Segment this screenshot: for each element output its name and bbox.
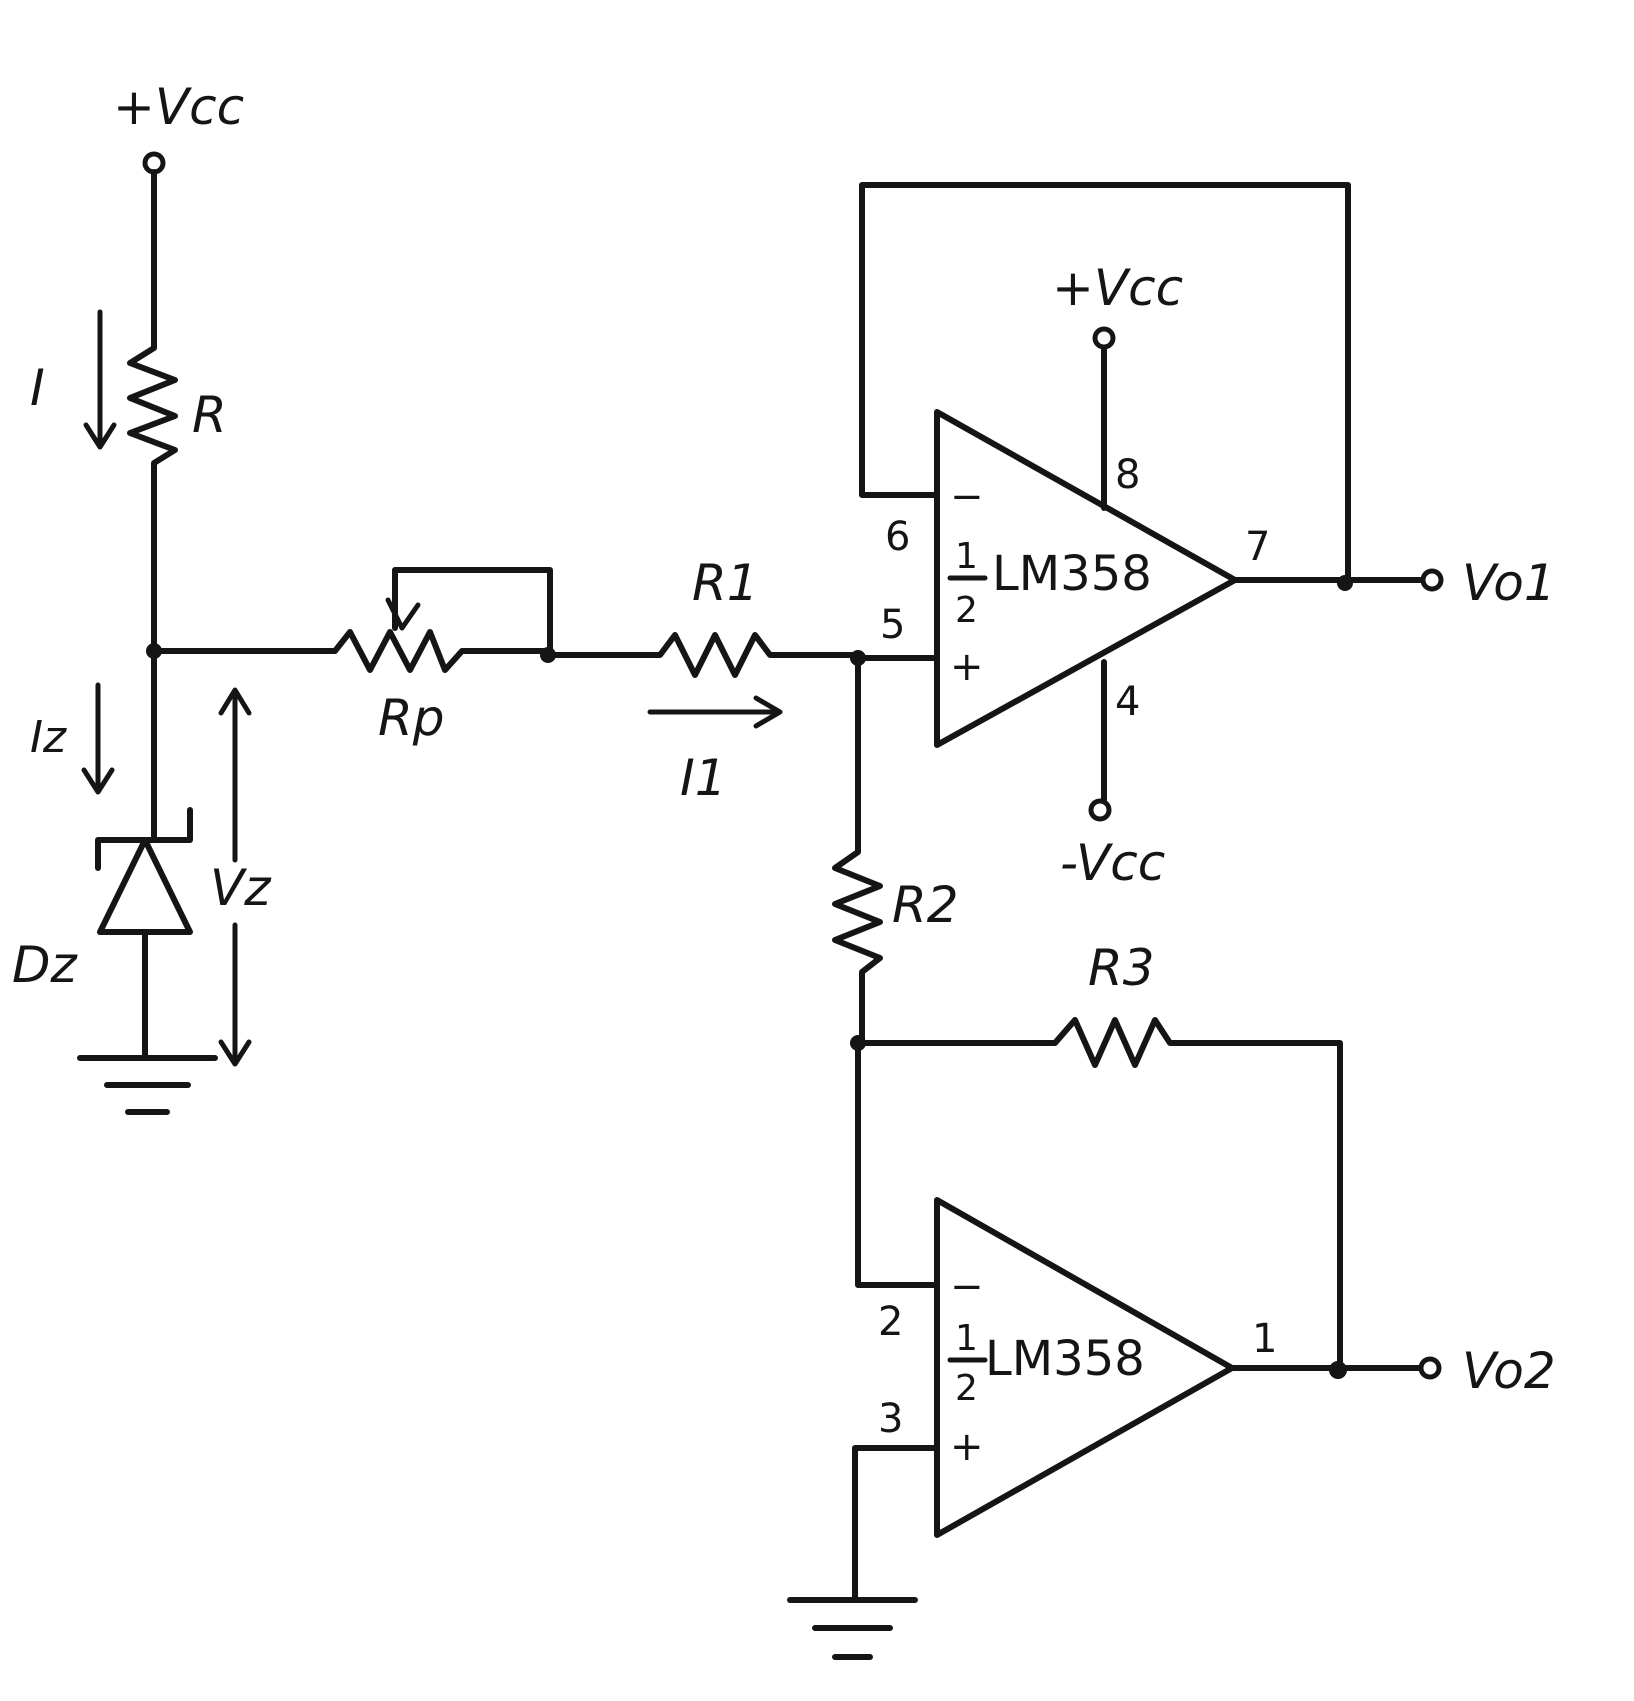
resistor-r1-label: R1 bbox=[692, 554, 759, 612]
opamp1-plus-sign: + bbox=[950, 644, 984, 690]
opamp1-minus-sign: − bbox=[950, 474, 984, 520]
resistor-r bbox=[127, 332, 178, 478]
current-i1-arrow bbox=[647, 695, 783, 729]
current-i-arrow bbox=[83, 309, 117, 450]
vz-arrow-up bbox=[218, 687, 252, 863]
opamp1-pin5: 5 bbox=[880, 602, 905, 648]
pot-rp-label: Rp bbox=[378, 689, 444, 747]
vcc-top-label: +Vcc bbox=[113, 78, 244, 136]
opamp2-fraction-num: 1 bbox=[955, 1318, 978, 1359]
opamp2-part-label: LM358 bbox=[985, 1331, 1145, 1387]
current-i-label: I bbox=[30, 359, 45, 417]
zener-triangle bbox=[97, 837, 193, 935]
resistor-r2-label: R2 bbox=[892, 876, 959, 934]
opamp2-pin1: 1 bbox=[1252, 1316, 1277, 1362]
vz-arrow-down bbox=[218, 922, 252, 1067]
opamp1-fraction-num: 1 bbox=[955, 536, 978, 577]
opamp2-minus-sign: − bbox=[950, 1264, 984, 1310]
ground-left-icon bbox=[77, 1055, 218, 1115]
opamp1-vcc-neg-label: -Vcc bbox=[1060, 834, 1165, 892]
opamp1-pin6: 6 bbox=[885, 514, 910, 560]
opamp1-pin4: 4 bbox=[1115, 679, 1140, 725]
ground-right-icon bbox=[787, 1597, 918, 1660]
node-opamp2-output bbox=[1329, 1361, 1347, 1379]
opamp2-pin3: 3 bbox=[878, 1396, 903, 1442]
resistor-r3 bbox=[1037, 1017, 1343, 1371]
opamp1-fraction-den: 2 bbox=[955, 590, 978, 631]
resistor-r3-label: R3 bbox=[1088, 939, 1155, 997]
opamp2-pin2: 2 bbox=[878, 1299, 903, 1345]
resistor-r-label: R bbox=[192, 386, 227, 444]
node-opamp1-output bbox=[1337, 575, 1353, 591]
opamp1-vcc-pos-terminal bbox=[1092, 326, 1116, 350]
opamp1-triangle bbox=[934, 409, 1238, 748]
opamp2-fraction-den: 2 bbox=[955, 1368, 978, 1409]
wire-node-to-opamp2-minus bbox=[855, 1040, 938, 1288]
resistor-r2 bbox=[832, 837, 883, 1043]
zener-label: Dz bbox=[12, 936, 79, 994]
opamp2-plus-sign: + bbox=[950, 1424, 984, 1470]
opamp1-vcc-neg-terminal bbox=[1088, 798, 1112, 822]
current-iz-label: Iz bbox=[30, 712, 67, 763]
resistor-r1 bbox=[642, 632, 863, 678]
output-vo2-label: Vo2 bbox=[1462, 1342, 1556, 1400]
output-vo2-terminal bbox=[1418, 1356, 1442, 1380]
pot-wiper-arrow bbox=[385, 597, 421, 631]
pot-wiper-wire bbox=[392, 567, 553, 654]
potentiometer-rp bbox=[317, 629, 548, 673]
opamp1-part-label: LM358 bbox=[992, 546, 1152, 602]
output-vo1-label: Vo1 bbox=[1462, 554, 1556, 612]
current-iz-arrow bbox=[81, 682, 115, 795]
current-i1-label: I1 bbox=[680, 749, 727, 807]
voltage-vz-label: Vz bbox=[210, 859, 272, 917]
output-vo1-terminal bbox=[1420, 568, 1444, 592]
opamp1-vcc-pos-label: +Vcc bbox=[1052, 259, 1183, 317]
opamp2-triangle bbox=[934, 1197, 1235, 1538]
opamp1-pin7: 7 bbox=[1245, 524, 1270, 570]
opamp2-plus-to-ground-wire bbox=[852, 1445, 940, 1603]
opamp1-feedback-wire bbox=[859, 182, 1351, 588]
opamp1-pin8: 8 bbox=[1115, 452, 1140, 498]
